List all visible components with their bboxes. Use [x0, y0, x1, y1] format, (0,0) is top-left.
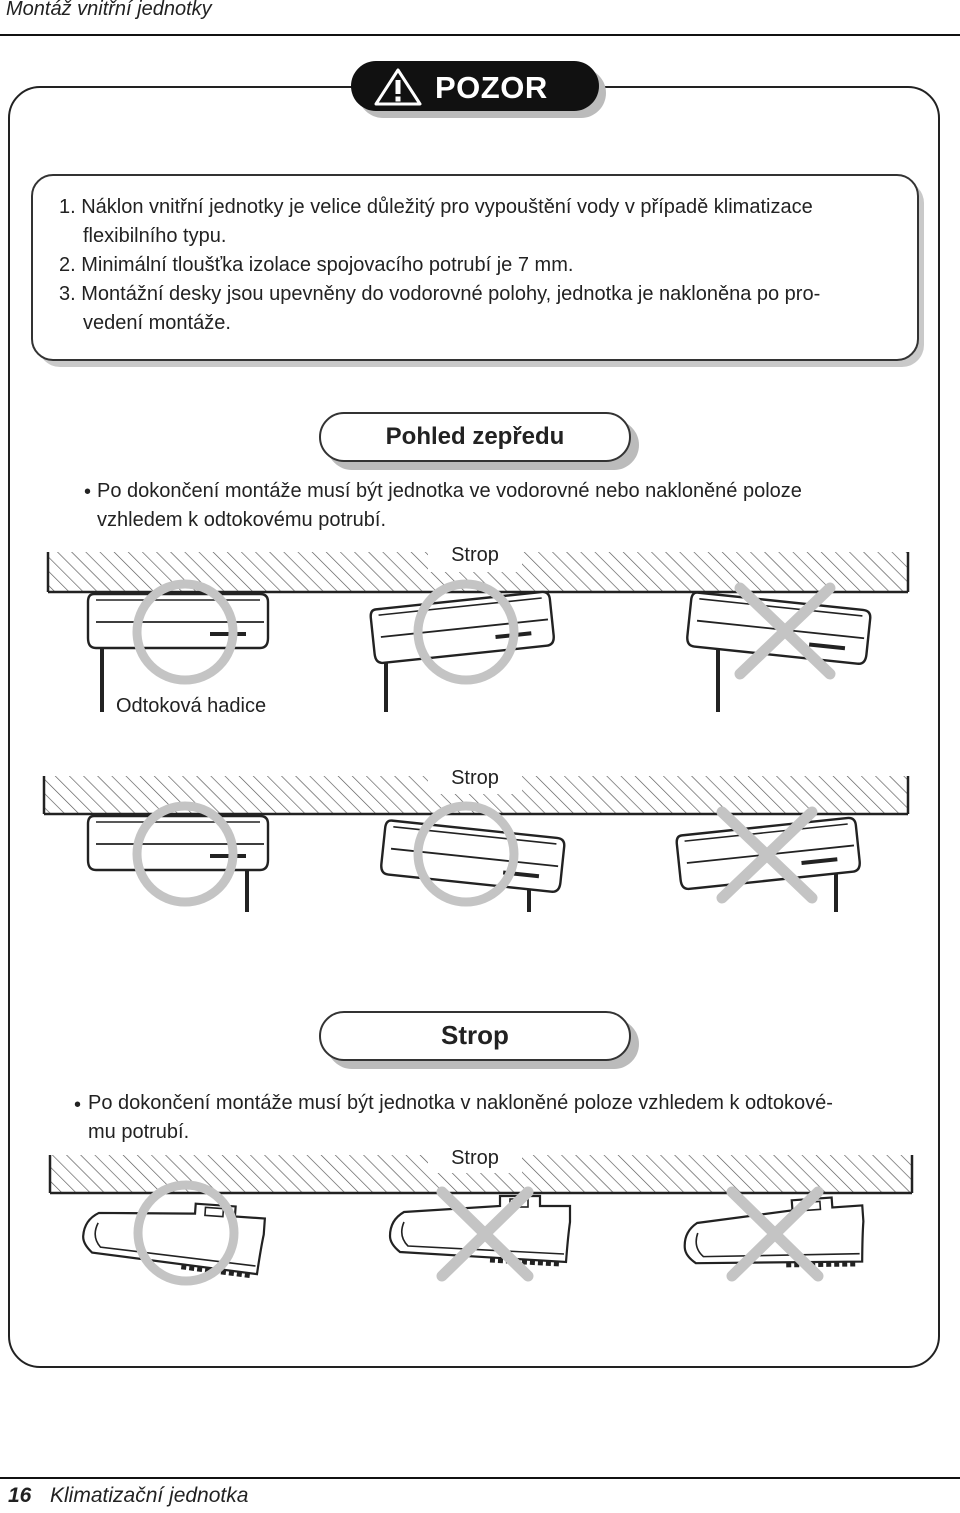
- header-rule: [0, 34, 960, 36]
- wrong-mark-cross: [716, 806, 818, 904]
- drain-hose-label: Odtoková hadice: [116, 695, 266, 717]
- wrong-mark-cross: [726, 1186, 824, 1282]
- front-view-text-2: vzhledem k odtokovému potrubí.: [97, 509, 387, 531]
- pozor-label: POZOR: [435, 70, 548, 105]
- indoor-unit-level: [86, 592, 270, 712]
- correct-mark-circle: [132, 801, 238, 907]
- caution-item-3: 3. Montážní desky jsou upevněny do vodor…: [59, 283, 821, 305]
- wrong-mark-cross: [436, 1186, 534, 1282]
- indoor-unit-tilted-wrong-side: [685, 590, 873, 712]
- side-view-text-1: Po dokončení montáže musí být jednotka v…: [88, 1092, 833, 1114]
- wrong-mark-cross: [734, 582, 836, 680]
- indoor-unit-tilted-drain-side: [368, 589, 556, 712]
- side-view-bullet: •: [74, 1094, 82, 1116]
- caution-notes-box: [31, 174, 919, 361]
- correct-mark-circle: [413, 801, 519, 907]
- ceiling-label: Strop: [451, 767, 499, 789]
- caution-item-1: 1. Náklon vnitřní jednotky je velice důl…: [59, 196, 813, 218]
- ceiling-label: Strop: [451, 1147, 499, 1169]
- warning-icon: [374, 68, 422, 106]
- front-view-bullet: •: [84, 481, 92, 503]
- pozor-badge: POZOR: [351, 61, 599, 111]
- correct-mark-circle: [132, 579, 238, 685]
- indoor-unit-tilted-drain-side: [379, 818, 567, 912]
- ceiling-label: Strop: [451, 544, 499, 566]
- side-view-text-2: mu potrubí.: [88, 1121, 190, 1143]
- page-number: 16: [8, 1484, 32, 1507]
- page-header-title: Montáž vnitřní jednotky: [6, 0, 212, 20]
- side-view-heading: Strop: [319, 1011, 631, 1061]
- caution-item-3-cont: vedení montáže.: [83, 312, 231, 334]
- footer-title: Klimatizační jednotka: [50, 1484, 249, 1507]
- front-view-heading: Pohled zepředu: [319, 412, 631, 462]
- front-view-text-1: Po dokončení montáže musí být jednotka v…: [97, 480, 802, 502]
- correct-mark-circle: [413, 579, 519, 685]
- caution-item-1-cont: flexibilního typu.: [83, 225, 227, 247]
- indoor-unit-tilted-wrong-side: [674, 815, 862, 912]
- correct-mark-circle: [133, 1180, 239, 1286]
- footer-rule: [0, 1477, 960, 1479]
- indoor-unit-level: [86, 814, 270, 912]
- caution-item-2: 2. Minimální tloušťka izolace spojovacíh…: [59, 254, 574, 276]
